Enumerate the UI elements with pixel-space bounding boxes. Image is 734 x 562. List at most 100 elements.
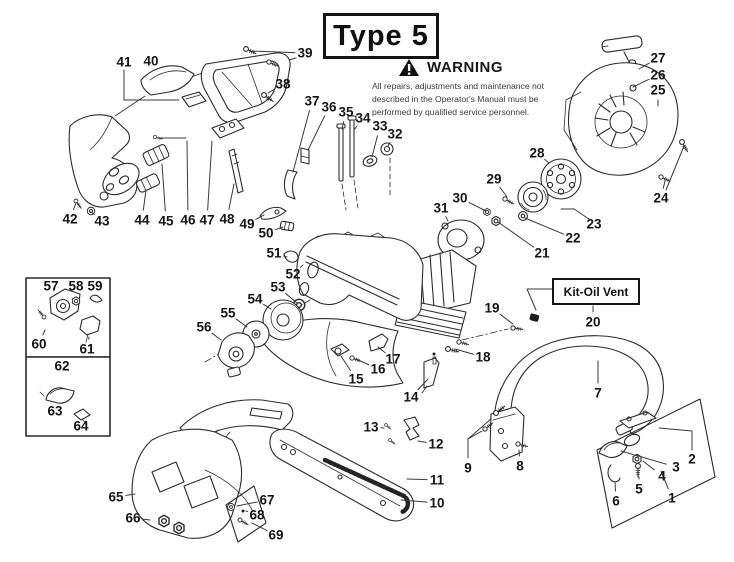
leader-line-52 (299, 264, 304, 268)
part-number-6: 6 (612, 494, 620, 509)
part-number-68: 68 (249, 508, 265, 523)
part-number-33: 33 (372, 119, 388, 134)
part-number-47: 47 (199, 213, 214, 228)
part-number-1: 1 (668, 491, 676, 506)
leader-line-56 (211, 332, 222, 341)
leader-line-49 (255, 214, 265, 220)
part-number-53: 53 (270, 280, 286, 295)
leader-line-17 (377, 346, 386, 354)
part-number-43: 43 (94, 214, 110, 229)
leader-line-16 (355, 358, 370, 366)
part-number-38: 38 (275, 77, 291, 92)
part-number-24: 24 (653, 191, 669, 206)
part-number-14: 14 (403, 390, 419, 405)
part-number-21: 21 (534, 246, 550, 261)
leader-line-38 (267, 88, 275, 94)
part-number-50: 50 (258, 226, 273, 241)
leader-line-18 (454, 348, 474, 355)
leader-line-45 (161, 163, 166, 212)
part-number-22: 22 (565, 231, 580, 246)
leader-line-67 (236, 501, 258, 507)
leader-line-53 (285, 292, 298, 304)
part-number-18: 18 (475, 350, 491, 365)
leader-line-66 (142, 518, 151, 521)
part-number-39: 39 (297, 46, 312, 61)
leader-line-30 (468, 201, 487, 212)
leader-line-15 (340, 355, 352, 372)
diagram-title-box: Type 5 (323, 13, 439, 59)
part-number-13: 13 (363, 420, 379, 435)
part-number-55: 55 (220, 306, 236, 321)
leader-line-43 (90, 211, 95, 216)
leader-line-11 (406, 478, 428, 481)
leader-line-69 (251, 522, 268, 532)
warning-triangle-icon (399, 59, 419, 76)
part-number-4: 4 (658, 469, 666, 484)
part-number-63: 63 (47, 404, 63, 419)
leader-line-42 (73, 202, 77, 211)
leader-line-37 (292, 110, 310, 173)
part-number-19: 19 (484, 301, 499, 316)
part-number-7: 7 (594, 386, 602, 401)
part-number-30: 30 (452, 191, 467, 206)
part-number-17: 17 (385, 352, 400, 367)
leader-line-1 (660, 470, 669, 490)
part-number-62: 62 (54, 359, 69, 374)
leader-line-14 (417, 378, 429, 391)
warning-header: WARNING (398, 58, 574, 77)
part-number-44: 44 (134, 213, 150, 228)
part-number-40: 40 (143, 54, 158, 69)
kit-oil-vent-label: Kit-Oil Vent (563, 284, 629, 299)
leader-line-35 (341, 121, 345, 130)
part-number-34: 34 (355, 111, 371, 126)
part-number-69: 69 (268, 528, 283, 543)
rear-handle-art (481, 335, 664, 462)
part-number-64: 64 (73, 419, 89, 434)
part-number-37: 37 (304, 94, 319, 109)
leader-line-33 (371, 135, 379, 158)
leader-line-36 (307, 115, 326, 151)
part-number-29: 29 (486, 172, 501, 187)
part-number-15: 15 (348, 372, 364, 387)
warning-line: All repairs, adjustments and maintenance… (372, 81, 544, 91)
part-number-57: 57 (43, 279, 58, 294)
leader-lines (42, 50, 669, 532)
leader-line-24 (662, 180, 666, 189)
ignition-module-art (394, 219, 485, 339)
part-number-5: 5 (635, 482, 643, 497)
leader-line-68 (245, 510, 249, 513)
part-number-10: 10 (429, 496, 444, 511)
part-number-49: 49 (239, 217, 254, 232)
part-number-32: 32 (387, 127, 402, 142)
part-number-3: 3 (672, 460, 680, 475)
part-number-26: 26 (650, 68, 666, 83)
leader-line-10 (400, 499, 428, 503)
air-filter-cover-art (140, 65, 207, 108)
part-number-20: 20 (585, 315, 600, 330)
muffler-parts-art (135, 118, 245, 194)
part-number-59: 59 (87, 279, 102, 294)
front-handle-assembly-art (68, 95, 146, 216)
part-number-9: 9 (464, 461, 472, 476)
leader-line-27 (638, 62, 650, 70)
part-number-12: 12 (428, 437, 443, 452)
part-number-28: 28 (529, 146, 545, 161)
carb-parts-art (283, 115, 394, 211)
warning-heading: WARNING (427, 59, 503, 76)
part-number-8: 8 (516, 459, 524, 474)
leader-line-29 (499, 186, 508, 198)
leader-line-51 (283, 255, 288, 258)
leader-line-31 (445, 216, 449, 222)
handle-frame-art (200, 45, 291, 124)
part-number-42: 42 (62, 212, 77, 227)
inset-boxes-art (25, 277, 111, 437)
part-number-61: 61 (79, 342, 95, 357)
leader-line-3 (620, 450, 667, 465)
part-number-58: 58 (68, 279, 84, 294)
leader-line-34 (353, 125, 358, 131)
leader-line-44 (142, 189, 147, 211)
part-number-23: 23 (586, 217, 602, 232)
